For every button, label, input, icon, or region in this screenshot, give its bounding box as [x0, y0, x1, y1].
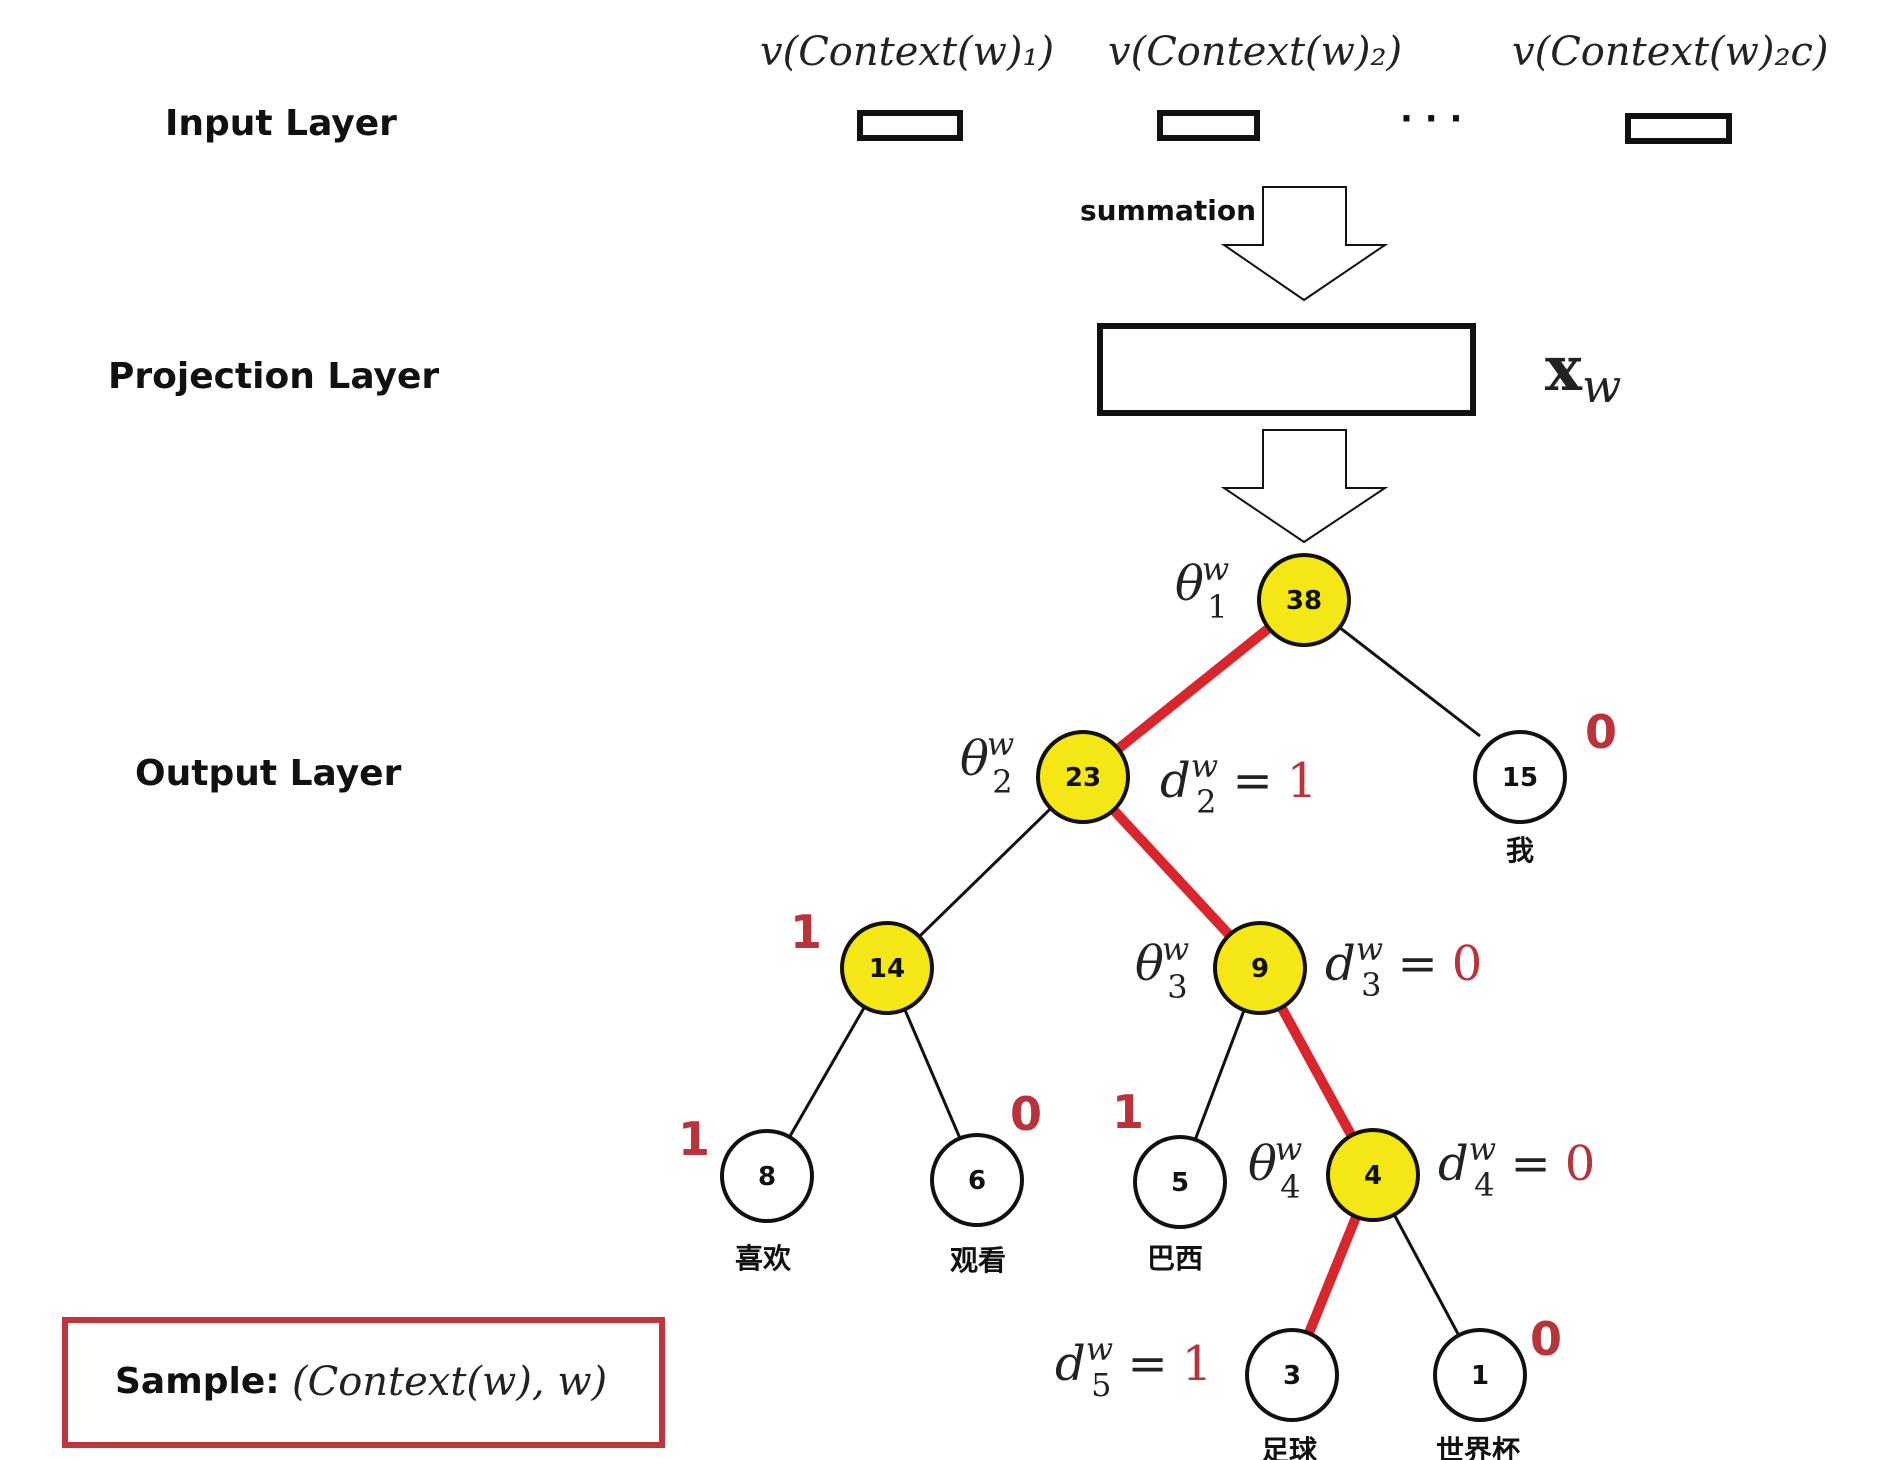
- node-5: [1133, 1135, 1227, 1229]
- summation-arrow: [1220, 186, 1389, 302]
- tree-nodes: 38 23 15 14 9 8 6 5 4 3 1: [720, 553, 1567, 1422]
- projection-layer-label: Projection Layer: [108, 356, 439, 397]
- node-15-value: 15: [1502, 763, 1538, 793]
- node-38-value: 38: [1286, 586, 1322, 616]
- node-1: [1433, 1328, 1527, 1422]
- word-guankan: 观看: [950, 1244, 1006, 1277]
- sample-box: [62, 1317, 665, 1448]
- node-4-value: 4: [1364, 1161, 1382, 1191]
- code-14: 1: [790, 905, 822, 959]
- node-8-value: 8: [758, 1162, 776, 1192]
- node-1-value: 1: [1471, 1361, 1489, 1391]
- code-6: 0: [1010, 1087, 1042, 1141]
- node-14: [840, 921, 934, 1015]
- node-4: [1326, 1128, 1420, 1222]
- node-8: [720, 1129, 814, 1223]
- projection-vector-label: xw: [1545, 332, 1621, 413]
- projection-to-output-arrow: [1220, 429, 1389, 544]
- summation-label: summation: [1080, 194, 1256, 227]
- word-xihuan: 喜欢: [735, 1242, 792, 1275]
- node-3-value: 3: [1283, 1361, 1301, 1391]
- node-6-value: 6: [968, 1166, 986, 1196]
- input-vector-label-2c: v(Context(w)₂c): [1512, 29, 1829, 75]
- ellipsis: · · ·: [1400, 99, 1462, 139]
- code-5: 1: [1112, 1085, 1144, 1139]
- code-1: 0: [1530, 1312, 1562, 1366]
- code-15: 0: [1585, 705, 1617, 759]
- input-layer-label: Input Layer: [165, 103, 397, 144]
- node-6: [930, 1133, 1024, 1227]
- word-baxi: 巴西: [1147, 1242, 1203, 1275]
- node-38: [1257, 553, 1351, 647]
- node-23: [1036, 730, 1130, 824]
- sample-label: Sample:: [115, 1361, 280, 1402]
- code-8: 1: [678, 1112, 710, 1166]
- sample-value: (Context(w), w): [292, 1359, 607, 1405]
- node-9: [1213, 921, 1307, 1015]
- word-wo: 我: [1506, 834, 1534, 867]
- node-23-value: 23: [1065, 763, 1101, 793]
- path-edge-38-23: [1079, 596, 1308, 781]
- input-vector-label-2: v(Context(w)₂): [1108, 29, 1402, 75]
- input-vector-box-1: [857, 110, 963, 141]
- node-9-value: 9: [1251, 954, 1269, 984]
- node-5-value: 5: [1171, 1168, 1189, 1198]
- node-3: [1245, 1328, 1339, 1422]
- input-vector-box-2: [1157, 110, 1260, 141]
- input-vector-label-1: v(Context(w)₁): [760, 29, 1054, 75]
- node-14-value: 14: [869, 954, 905, 984]
- input-vector-box-2c: [1625, 113, 1732, 144]
- word-shijiebei: 世界杯: [1436, 1434, 1520, 1460]
- projection-vector-box: [1097, 323, 1476, 416]
- node-15: [1473, 730, 1567, 824]
- output-layer-label: Output Layer: [135, 753, 402, 794]
- word-zuqiu: 足球: [1261, 1434, 1318, 1460]
